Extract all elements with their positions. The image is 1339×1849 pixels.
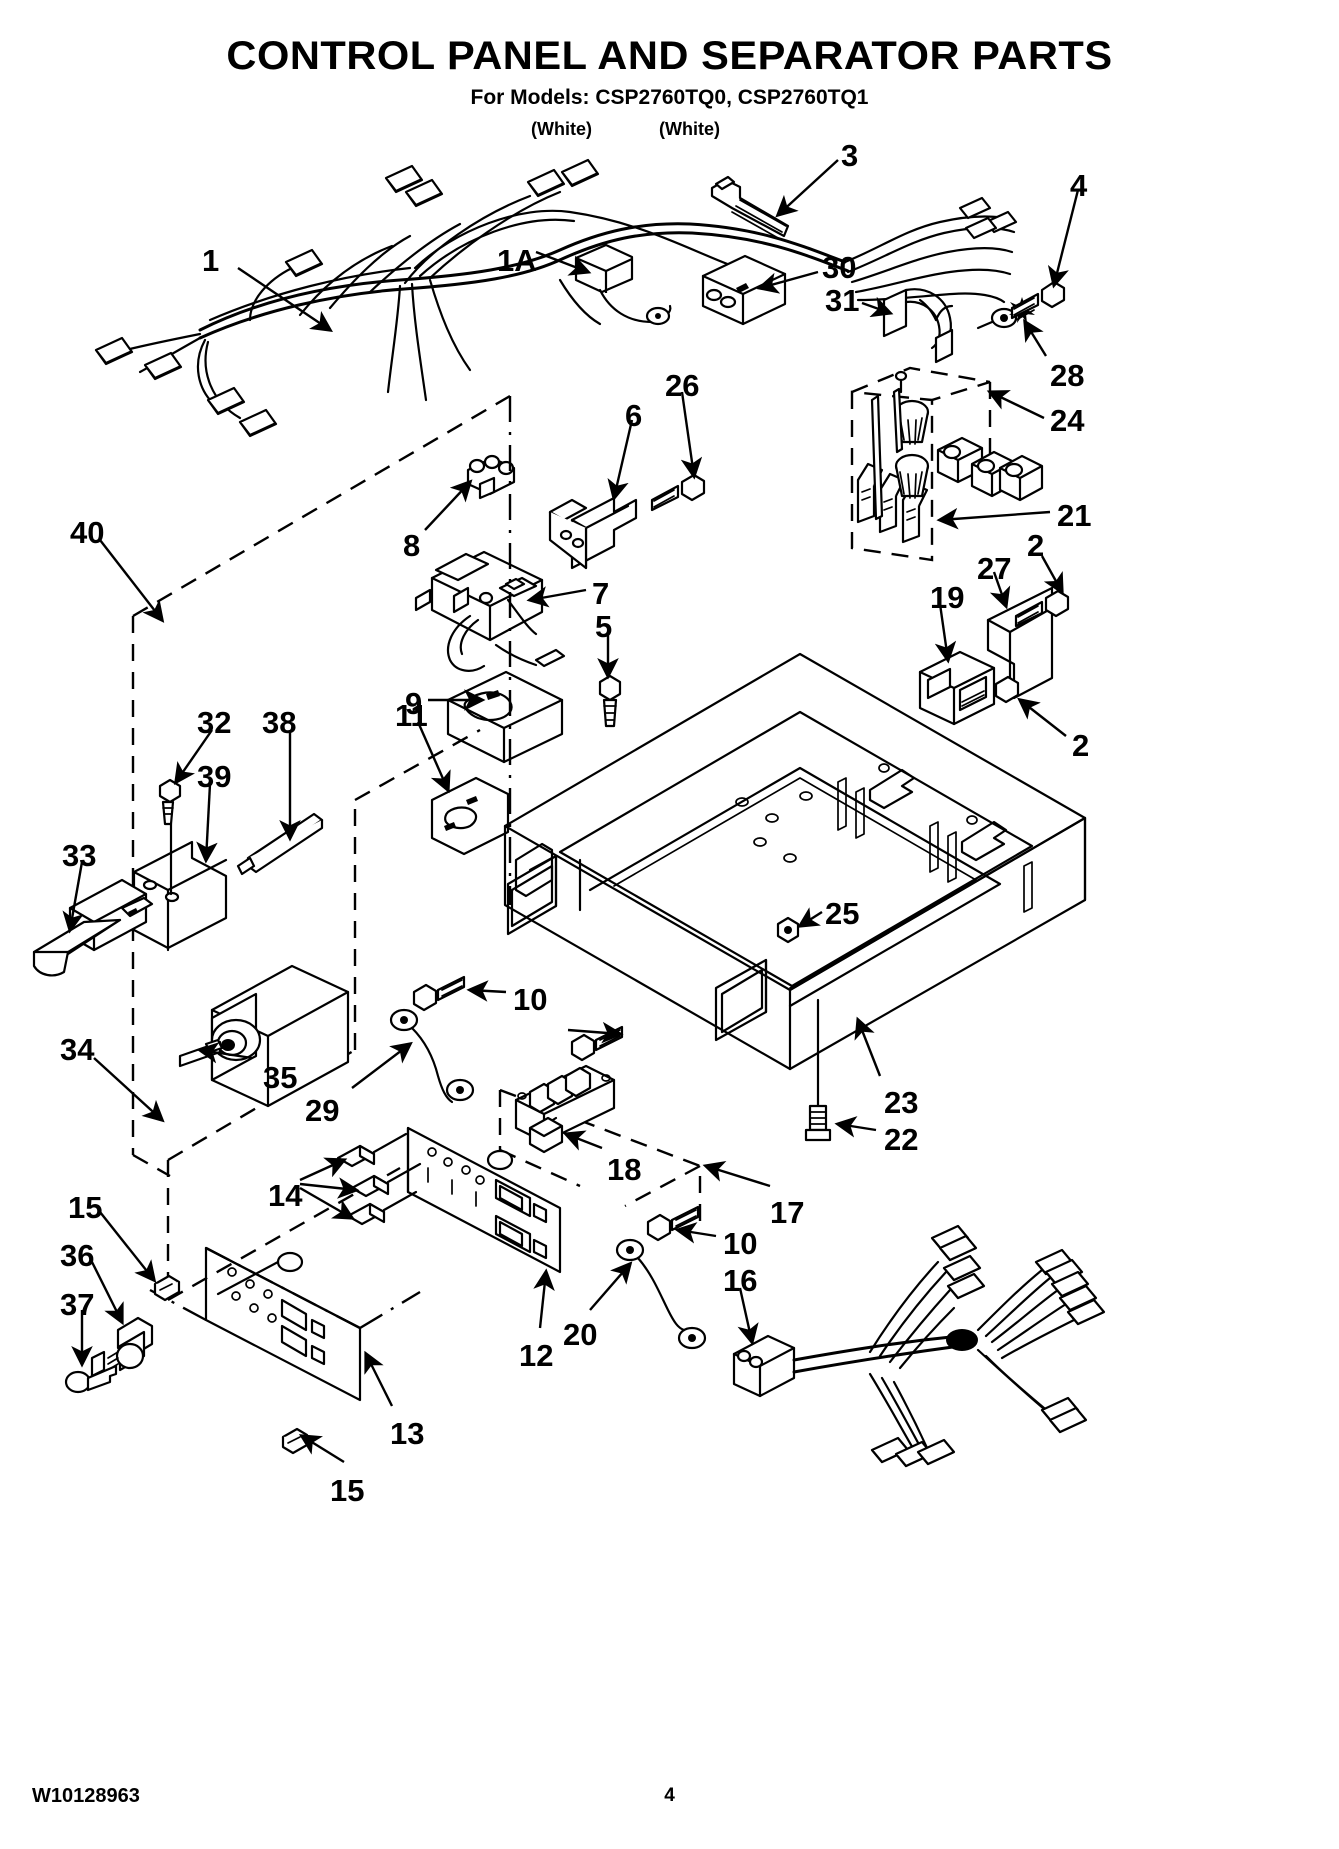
callout-6: 6 (625, 398, 643, 433)
part-30-connector (703, 256, 785, 324)
callout-11: 11 (395, 698, 428, 733)
part-38-rod (238, 814, 322, 874)
part-26-screw (652, 475, 704, 510)
callout-31: 31 (825, 283, 860, 318)
part-10-screw-lower (648, 1207, 698, 1240)
part-12-console-panel (338, 1128, 560, 1272)
callout-29: 29 (305, 1093, 340, 1128)
page-number: 4 (664, 1785, 675, 1806)
color-right: (White) (659, 119, 720, 139)
part-35-solenoid (180, 966, 348, 1106)
models-line: For Models: CSP2760TQ0, CSP2760TQ1 (470, 86, 869, 109)
part-16-harness (734, 1226, 1104, 1466)
part-22-screw (806, 1106, 830, 1140)
callout-5: 5 (595, 609, 613, 644)
leader-lines (62, 160, 1078, 1462)
callout-27: 27 (977, 551, 1012, 586)
part-25-nut (778, 918, 798, 942)
part-5-screw (600, 676, 620, 726)
part-8-terminal (468, 456, 514, 498)
page-header: CONTROL PANEL AND SEPARATOR PARTS For Mo… (0, 0, 1339, 142)
part-24-terminal-group (852, 368, 1042, 560)
callout-3: 3 (841, 138, 859, 173)
callout-20: 20 (563, 1317, 598, 1352)
part-23-cabinet (505, 654, 1085, 1140)
color-row: (White) (White) (0, 120, 1339, 142)
callout-19: 19 (930, 580, 965, 615)
document-part-number: W10128963 (32, 1785, 140, 1807)
callout-1: 1 (202, 243, 220, 278)
part-36-lock (92, 1318, 152, 1376)
callout-26: 26 (665, 368, 700, 403)
callout-38: 38 (262, 705, 297, 740)
callout-25: 25 (825, 896, 860, 931)
callout-18: 18 (607, 1152, 642, 1187)
part-15-screw-left (155, 1276, 179, 1300)
callout-7: 7 (592, 576, 610, 611)
callout-35: 35 (263, 1060, 298, 1095)
part-20-ground-wire (617, 1240, 705, 1348)
page-title: CONTROL PANEL AND SEPARATOR PARTS (226, 34, 1113, 78)
assembly-outline-40 (133, 396, 510, 1176)
callout-15a: 15 (68, 1190, 103, 1225)
callout-21: 21 (1057, 498, 1092, 533)
page-footer: W10128963 4 (0, 1785, 1339, 1809)
part-14-screws (338, 1146, 388, 1224)
callout-34: 34 (60, 1032, 95, 1067)
part-15-screw-bottom (283, 1429, 307, 1453)
callout-32: 32 (197, 705, 232, 740)
part-19-connector (920, 652, 994, 724)
part-39-bracket (134, 824, 226, 950)
callout-33: 33 (62, 838, 97, 873)
callout-4: 4 (1070, 168, 1088, 203)
callout-15b: 15 (330, 1473, 365, 1508)
part-3-wire-tie (712, 177, 788, 238)
callout-13: 13 (390, 1416, 425, 1451)
part-29-ground-wire (391, 1010, 473, 1102)
callout-16: 16 (723, 1263, 758, 1298)
callout-36: 36 (60, 1238, 95, 1273)
callout-8: 8 (403, 528, 421, 563)
part-10-screw-upper (414, 977, 464, 1010)
part-11-plate (432, 778, 508, 854)
part-7-switch (416, 552, 564, 671)
color-left: (White) (531, 119, 592, 139)
callout-9: 9 (405, 686, 423, 721)
callout-2b: 2 (1072, 728, 1090, 763)
callout-17: 17 (770, 1195, 805, 1230)
wire-harness-main (96, 160, 848, 436)
part-9-cover (448, 672, 562, 762)
part-31-clip (884, 289, 952, 362)
callout-22: 22 (884, 1122, 919, 1157)
part-13-panel (150, 1248, 420, 1400)
callout-1A: 1A (497, 243, 537, 278)
callout-2a: 2 (1027, 528, 1045, 563)
callout-10a: 10 (513, 982, 548, 1017)
callout-14: 14 (268, 1178, 303, 1213)
part-18-switch (516, 1066, 614, 1152)
callout-10b: 10 (723, 1226, 758, 1261)
callout-28: 28 (1050, 358, 1085, 393)
callout-24: 24 (1050, 403, 1085, 438)
callout-37: 37 (60, 1287, 95, 1322)
part-33-handle (34, 880, 152, 975)
part-37-key (66, 1366, 116, 1392)
callout-39: 39 (197, 759, 232, 794)
part-32-screw (160, 780, 180, 824)
part-6-bracket (550, 498, 636, 568)
callout-23: 23 (884, 1085, 919, 1120)
callout-30: 30 (822, 250, 857, 285)
callout-40: 40 (70, 515, 105, 550)
callout-12: 12 (519, 1338, 554, 1373)
